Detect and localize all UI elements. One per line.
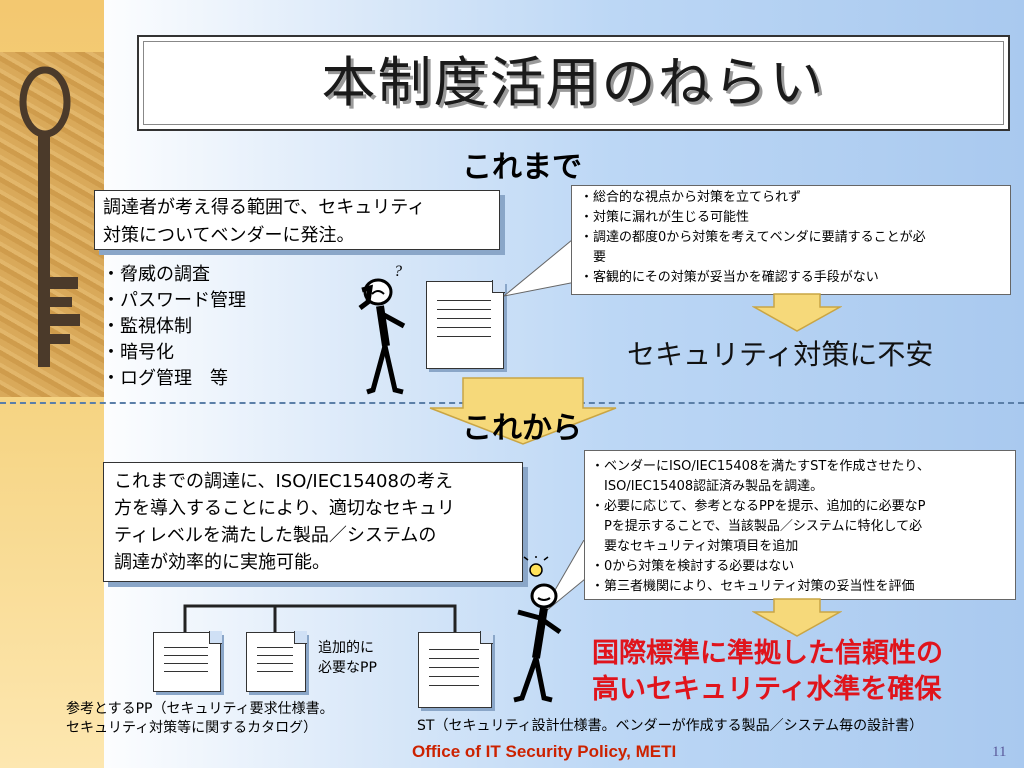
- key-photo: [0, 52, 104, 397]
- callout-line: ・第三者機関により、セキュリティ対策の妥当性を評価: [591, 579, 915, 594]
- callout-line: ・ベンダーにISO/IEC15408を満たすSTを作成させたり、: [591, 459, 930, 474]
- slide-title: 本制度活用のねらい: [321, 51, 826, 114]
- additional-pp-label-line: 必要なPP: [318, 660, 377, 676]
- question-stick-figure-icon: ?: [358, 263, 406, 395]
- page-number: 11: [992, 744, 1007, 760]
- list-item: ・脅威の調査: [102, 264, 210, 285]
- list-item: ・監視体制: [102, 316, 192, 337]
- callout-line: 要なセキュリティ対策項目を追加: [591, 539, 799, 554]
- callout-line: ・対策に漏れが生じる可能性: [580, 210, 750, 225]
- callout-line: ・必要に応じて、参考となるPPを提示、追加的に必要なP: [591, 499, 926, 514]
- before-box: 調達者が考え得る範囲で、セキュリティ 対策についてベンダーに発注。: [94, 190, 500, 250]
- arrow-down-large-icon: [429, 377, 617, 445]
- additional-pp-label: 追加的に 必要なPP: [318, 638, 377, 678]
- after-box-line-1: これまでの調達に、ISO/IEC15408の考え: [114, 471, 453, 492]
- list-item: ・ログ管理 等: [102, 368, 228, 389]
- st-caption: ST（セキュリティ設計仕様書。ベンダーが作成する製品／システム毎の設計書）: [417, 718, 924, 734]
- arrow-down-icon: [752, 598, 842, 637]
- callout-line: ・客観的にその対策が妥当かを確認する手段がない: [580, 270, 879, 285]
- old-key-icon: [19, 66, 80, 367]
- document-icon: [426, 280, 505, 369]
- pp-document-icon: [153, 631, 222, 692]
- before-result: セキュリティ対策に不安: [627, 338, 934, 371]
- list-item: ・暗号化: [102, 342, 174, 363]
- after-callout: ・ベンダーにISO/IEC15408を満たすSTを作成させたり、 ISO/IEC…: [584, 450, 1016, 600]
- before-box-line-1: 調達者が考え得る範囲で、セキュリティ: [103, 197, 426, 218]
- after-box: これまでの調達に、ISO/IEC15408の考え 方を導入することにより、適切な…: [103, 462, 523, 582]
- after-box-line-3: ティレベルを満たした製品／システムの: [114, 525, 437, 546]
- callout-line: Pを提示することで、当該製品／システムに特化して必: [591, 519, 923, 534]
- callout-line: ISO/IEC15408認証済み製品を調達。: [591, 479, 824, 494]
- before-callout: ・総合的な視点から対策を立てられず ・対策に漏れが生じる可能性 ・調達の都度0か…: [571, 185, 1011, 295]
- callout-line: ・総合的な視点から対策を立てられず: [580, 190, 802, 205]
- callout-line: 要: [580, 250, 607, 265]
- after-result-line-1: 国際標準に準拠した信頼性の: [592, 638, 943, 669]
- pp-caption-line: 参考とするPP（セキュリティ要求仕様書。: [66, 701, 334, 717]
- after-box-line-2: 方を導入することにより、適切なセキュリ: [114, 498, 455, 519]
- title-frame: [137, 35, 1010, 131]
- arrow-down-icon: [752, 293, 842, 332]
- lightbulb-stick-figure-icon: [513, 556, 562, 703]
- list-item: ・パスワード管理: [102, 290, 246, 311]
- additional-pp-label-line: 追加的に: [318, 640, 374, 656]
- svg-text:?: ?: [394, 263, 402, 280]
- heading-before: これまで: [462, 150, 582, 185]
- after-result: 国際標準に準拠した信頼性の 高いセキュリティ水準を確保: [592, 636, 943, 708]
- after-result-line-2: 高いセキュリティ水準を確保: [592, 674, 942, 705]
- after-box-line-4: 調達が効率的に実施可能。: [114, 552, 330, 573]
- before-item-list: ・脅威の調査 ・パスワード管理 ・監視体制 ・暗号化 ・ログ管理 等: [102, 262, 246, 392]
- document-connector: [183, 604, 457, 634]
- callout-line: ・調達の都度0から対策を考えてベンダに要請することが必: [580, 230, 926, 245]
- heading-after: これから: [462, 411, 582, 446]
- st-document-icon: [418, 631, 493, 708]
- callout-line: ・0から対策を検討する必要はない: [591, 559, 795, 574]
- pp-document-icon: [246, 631, 307, 692]
- footer-text: Office of IT Security Policy, METI: [412, 742, 677, 761]
- before-box-line-2: 対策についてベンダーに発注。: [103, 225, 355, 246]
- pp-caption-line: セキュリティ対策等に関するカタログ）: [66, 720, 318, 736]
- pp-caption: 参考とするPP（セキュリティ要求仕様書。 セキュリティ対策等に関するカタログ）: [66, 700, 334, 738]
